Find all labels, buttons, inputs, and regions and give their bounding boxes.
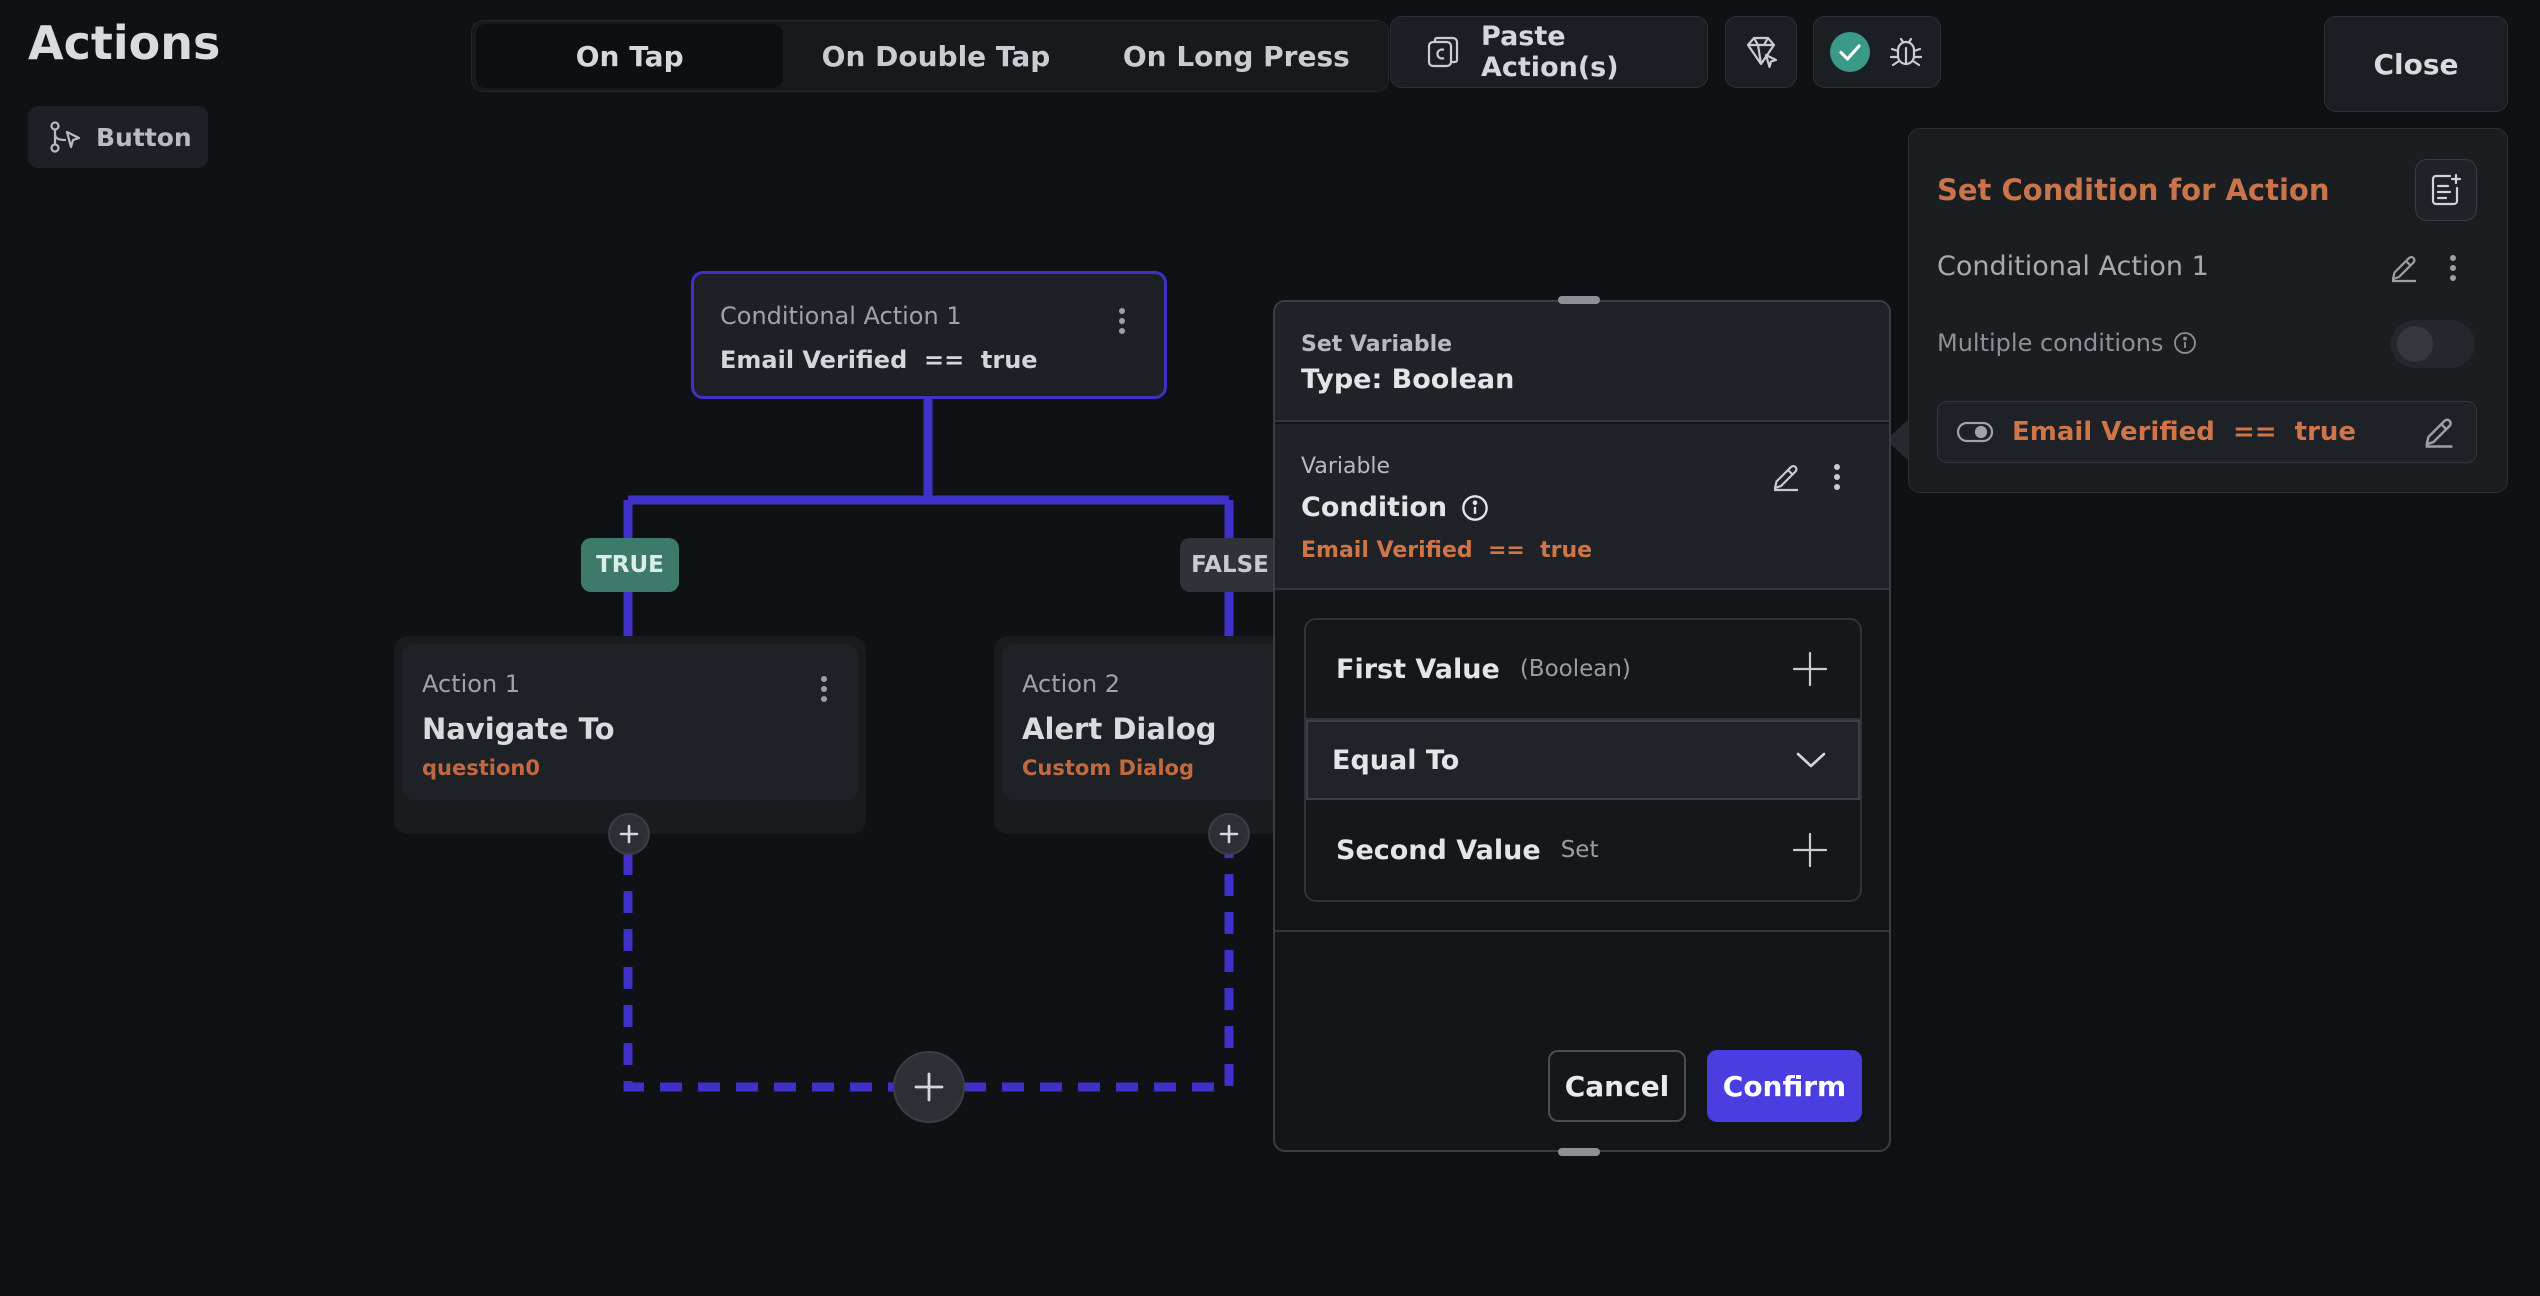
false-branch-badge: FALSE — [1180, 538, 1280, 592]
condition-panel-title: Set Condition for Action — [1937, 173, 2330, 207]
pencil-icon[interactable] — [1769, 460, 1803, 494]
clipboard-c-icon — [1425, 34, 1461, 70]
type-label: Type: Boolean — [1301, 364, 1515, 395]
action-node-1-card: Action 1 Navigate To question0 — [402, 644, 858, 800]
first-value-label: First Value — [1336, 653, 1500, 685]
first-value-hint: (Boolean) — [1519, 656, 1631, 682]
conditional-node[interactable]: Conditional Action 1 Email Verified == t… — [691, 271, 1167, 399]
plus-icon — [1219, 824, 1239, 844]
plus-icon[interactable] — [1790, 830, 1830, 870]
toggle-icon — [1956, 420, 1994, 444]
tab-on-tap[interactable]: On Tap — [476, 24, 784, 88]
condition-heading: Condition — [1301, 492, 1489, 523]
paste-actions-label: Paste Action(s) — [1481, 21, 1619, 83]
action-node-1-name: Action 1 — [422, 670, 521, 698]
add-after-action-1-button[interactable] — [608, 813, 650, 855]
more-vertical-icon[interactable] — [816, 672, 832, 706]
condition-expression: Email Verified == true — [1301, 538, 1593, 563]
action-node-2[interactable]: Action 2 Alert Dialog Custom Dialog — [994, 636, 1294, 834]
second-value-row[interactable]: Second Value Set — [1306, 800, 1860, 900]
set-variable-label: Set Variable — [1301, 332, 1453, 357]
condition-row[interactable]: Email Verified == true — [1937, 401, 2477, 463]
branch-cursor-icon — [48, 120, 82, 154]
condition-text: Email Verified == true — [2012, 417, 2357, 447]
paste-actions-button[interactable]: Paste Action(s) — [1390, 16, 1708, 88]
condition-action-name: Conditional Action 1 — [1937, 251, 2209, 282]
info-icon[interactable] — [1461, 494, 1489, 522]
trigger-tabs: On Tap On Double Tap On Long Press — [471, 20, 1389, 92]
action-node-1-detail: question0 — [422, 756, 540, 780]
chevron-down-icon — [1794, 749, 1828, 771]
add-document-button[interactable] — [2415, 159, 2477, 221]
variable-label: Variable — [1301, 454, 1391, 479]
popup-header: Set Variable Type: Boolean — [1275, 302, 1889, 422]
action-node-2-card: Action 2 Alert Dialog Custom Dialog — [1002, 644, 1294, 800]
tab-on-long-press[interactable]: On Long Press — [1122, 39, 1350, 73]
validation-debug-group — [1813, 16, 1941, 88]
action-node-2-type: Alert Dialog — [1022, 712, 1217, 746]
conditional-node-expression: Email Verified == true — [720, 346, 1038, 374]
true-branch-badge: TRUE — [581, 538, 679, 592]
bug-icon[interactable] — [1887, 33, 1925, 71]
conditional-node-name: Conditional Action 1 — [720, 302, 962, 330]
plus-icon[interactable] — [1790, 649, 1830, 689]
multiple-conditions-label: Multiple conditions — [1937, 329, 2164, 357]
widget-chip-label: Button — [96, 122, 192, 152]
operator-dropdown[interactable]: Equal To — [1306, 720, 1860, 800]
set-variable-popup: Set Variable Type: Boolean Variable Cond… — [1273, 300, 1891, 1152]
condition-label: Condition — [1301, 492, 1448, 523]
widget-chip[interactable]: Button — [28, 106, 208, 168]
ai-assist-button[interactable] — [1725, 16, 1797, 88]
action-node-1[interactable]: Action 1 Navigate To question0 — [394, 636, 866, 834]
check-circle-icon[interactable] — [1829, 31, 1871, 73]
more-vertical-icon[interactable] — [1114, 304, 1130, 338]
more-vertical-icon[interactable] — [1829, 460, 1845, 494]
info-icon — [2173, 331, 2197, 355]
second-value-label: Second Value — [1336, 834, 1541, 866]
more-vertical-icon[interactable] — [2445, 251, 2461, 285]
condition-panel: Set Condition for Action Conditional Act… — [1908, 128, 2508, 493]
popup-divider — [1275, 930, 1889, 932]
second-value-hint: Set — [1560, 837, 1599, 863]
page-title: Actions — [28, 16, 221, 70]
action-node-2-name: Action 2 — [1022, 670, 1121, 698]
action-node-1-type: Navigate To — [422, 712, 615, 746]
add-after-action-2-button[interactable] — [1208, 813, 1250, 855]
variable-section: Variable Condition Email Verified == tru… — [1275, 424, 1889, 590]
action-node-2-detail: Custom Dialog — [1022, 756, 1194, 780]
plus-icon — [914, 1072, 944, 1102]
first-value-row[interactable]: First Value (Boolean) — [1306, 620, 1860, 720]
pencil-icon[interactable] — [2420, 413, 2458, 451]
document-add-icon — [2428, 172, 2464, 208]
tab-on-double-tap[interactable]: On Double Tap — [821, 39, 1051, 73]
close-button[interactable]: Close — [2324, 16, 2508, 112]
operator-label: Equal To — [1332, 744, 1460, 776]
pencil-icon[interactable] — [2387, 251, 2421, 285]
popup-resize-handle-top[interactable] — [1558, 296, 1600, 304]
gem-cursor-icon — [1742, 33, 1780, 71]
confirm-button[interactable]: Confirm — [1707, 1050, 1862, 1122]
cancel-button[interactable]: Cancel — [1548, 1050, 1686, 1122]
multiple-conditions-row: Multiple conditions — [1937, 329, 2197, 357]
condition-builder: First Value (Boolean) Equal To Second Va… — [1304, 618, 1862, 902]
add-merged-action-button[interactable] — [893, 1051, 965, 1123]
multiple-conditions-toggle[interactable] — [2391, 320, 2475, 368]
plus-icon — [619, 824, 639, 844]
popup-resize-handle-bottom[interactable] — [1558, 1148, 1600, 1156]
